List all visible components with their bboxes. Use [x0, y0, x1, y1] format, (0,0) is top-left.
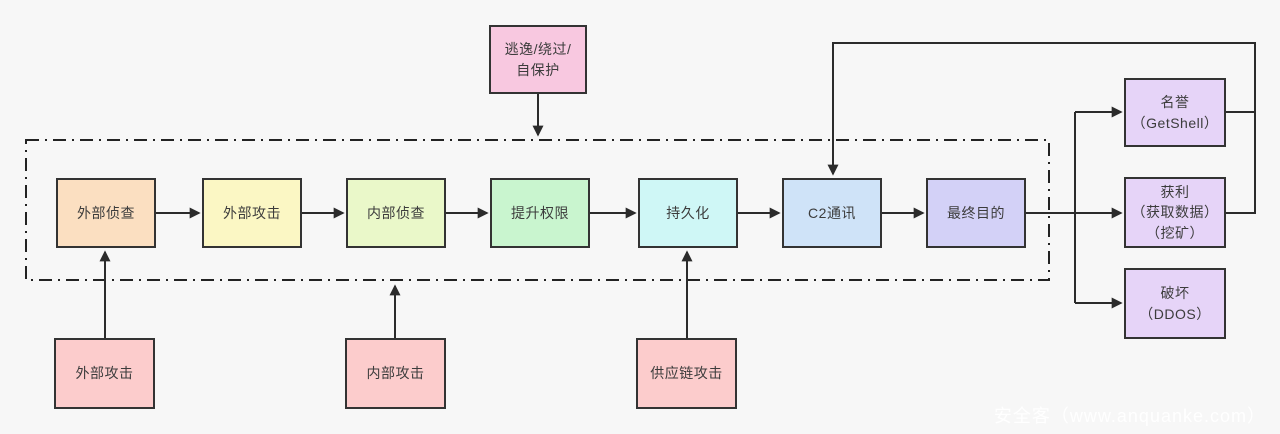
- node-external-recon: 外部侦查: [56, 178, 156, 248]
- entry-node-external-attack: 外部攻击: [54, 338, 155, 409]
- goal-node-profit-data-mining: 获利 （获取数据） （挖矿）: [1124, 177, 1226, 248]
- node-persistence: 持久化: [638, 178, 738, 248]
- node-evade-bypass-selfprotect: 逃逸/绕过/ 自保护: [489, 25, 587, 94]
- node-final-goal: 最终目的: [926, 178, 1026, 248]
- goal-node-fame-getshell: 名誉 （GetShell）: [1124, 78, 1226, 147]
- entry-node-internal-attack: 内部攻击: [345, 338, 446, 409]
- watermark: 安全客（www.anquanke.com）: [993, 406, 1266, 426]
- kill-chain-boundary: [25, 139, 1050, 281]
- goal-node-destroy-ddos: 破坏 （DDOS）: [1124, 268, 1226, 339]
- entry-node-supply-chain-attack: 供应链攻击: [636, 338, 737, 409]
- node-internal-recon: 内部侦查: [346, 178, 446, 248]
- arrow-feedback-loop-to-c2: [827, 42, 1256, 214]
- node-external-attack: 外部攻击: [202, 178, 302, 248]
- node-privilege-escalation: 提升权限: [490, 178, 590, 248]
- node-c2-communication: C2通讯: [782, 178, 882, 248]
